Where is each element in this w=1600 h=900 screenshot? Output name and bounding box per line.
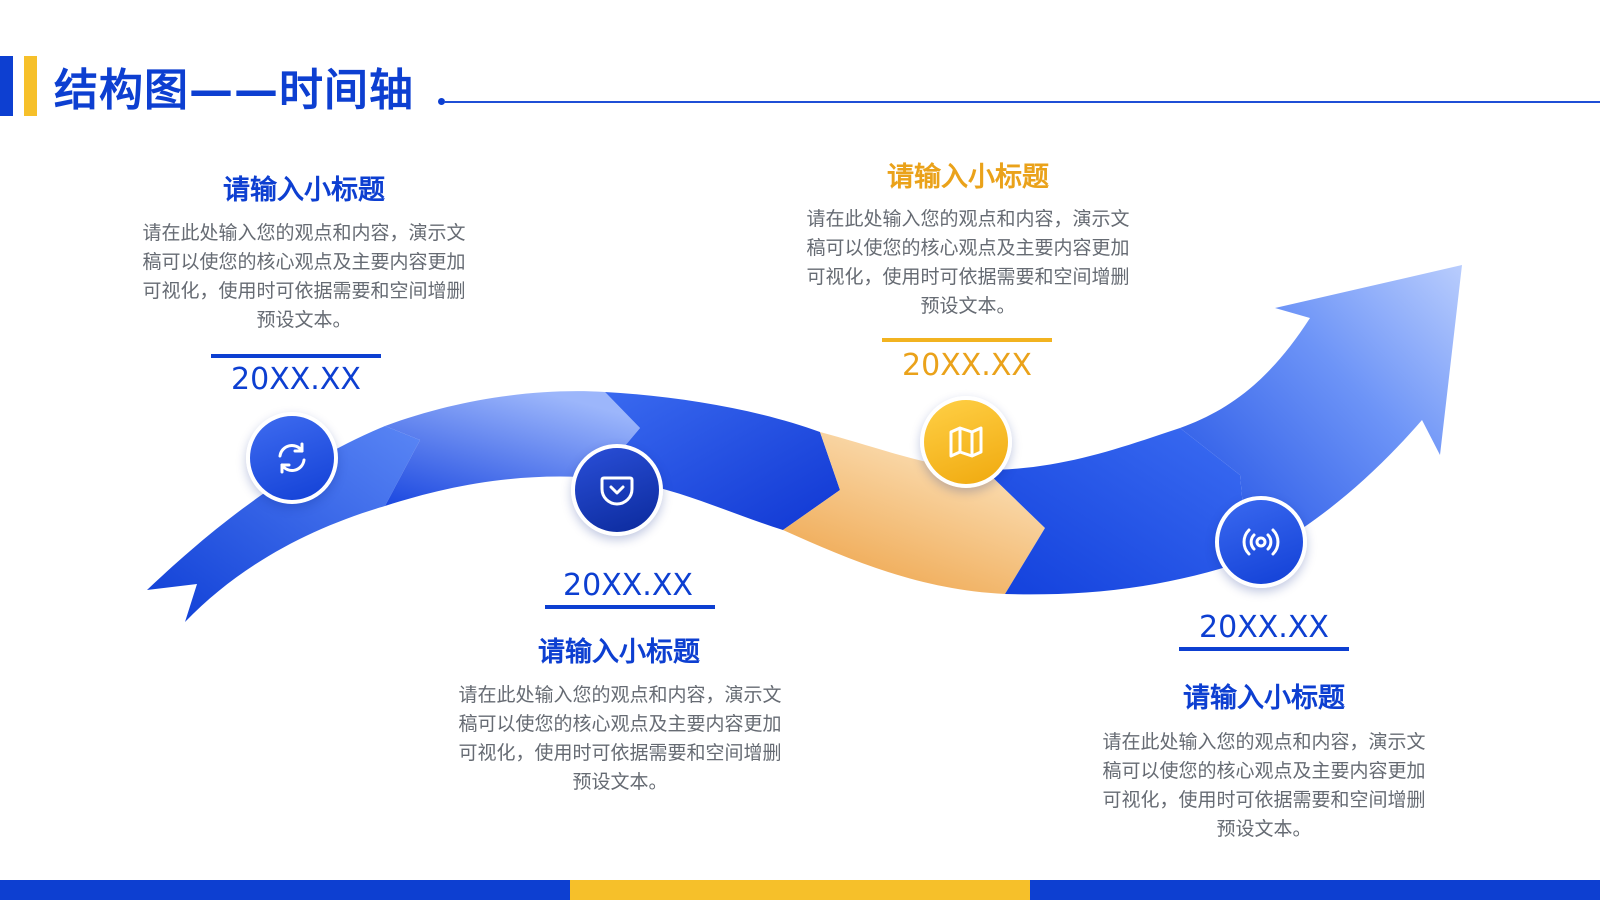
timeline-item-4-body: 请在此处输入您的观点和内容，演示文稿可以使您的核心观点及主要内容更加可视化，使用… [1102, 731, 1426, 840]
timeline-item-2-subtitle: 请输入小标题 [538, 637, 700, 668]
title-underline [444, 101, 1600, 103]
refresh-icon [278, 442, 306, 474]
timeline-item-3-icon-badge [920, 396, 1012, 488]
footer-bar-blue-right [1030, 880, 1600, 900]
timeline-item-1-subtitle: 请输入小标题 [223, 175, 385, 206]
pocket-icon [600, 476, 634, 506]
timeline-item-4-rule [1179, 647, 1349, 651]
header-accent-bar-blue [0, 56, 13, 116]
timeline-item-2-body: 请在此处输入您的观点和内容，演示文稿可以使您的核心观点及主要内容更加可视化，使用… [458, 684, 782, 793]
timeline-item-3-subtitle: 请输入小标题 [887, 162, 1049, 193]
header-accent-bar-yellow [24, 56, 37, 116]
page-title: 结构图——时间轴 [54, 65, 414, 116]
timeline-item-1-body: 请在此处输入您的观点和内容，演示文稿可以使您的核心观点及主要内容更加可视化，使用… [142, 222, 466, 331]
timeline-item-4-subtitle: 请输入小标题 [1183, 683, 1345, 714]
title-line-dot [438, 98, 445, 105]
timeline-item-1-date: 20XX.XX [231, 362, 361, 397]
map-icon [949, 426, 983, 458]
timeline-item-2-date: 20XX.XX [563, 568, 693, 603]
timeline-item-3-date: 20XX.XX [902, 348, 1032, 383]
timeline-item-1-icon-badge [246, 412, 338, 504]
footer-bar-blue-left [0, 880, 570, 900]
footer-bar-yellow [570, 880, 1030, 900]
broadcast-icon [1242, 528, 1280, 556]
timeline-item-4-date: 20XX.XX [1199, 610, 1329, 645]
timeline-item-2-icon-badge [571, 444, 663, 536]
timeline-item-1-rule [211, 354, 381, 358]
timeline-item-4-icon-badge [1215, 496, 1307, 588]
timeline-item-3-rule [882, 338, 1052, 342]
timeline-item-2-rule [545, 605, 715, 609]
timeline-item-3-body: 请在此处输入您的观点和内容，演示文稿可以使您的核心观点及主要内容更加可视化，使用… [806, 208, 1130, 317]
